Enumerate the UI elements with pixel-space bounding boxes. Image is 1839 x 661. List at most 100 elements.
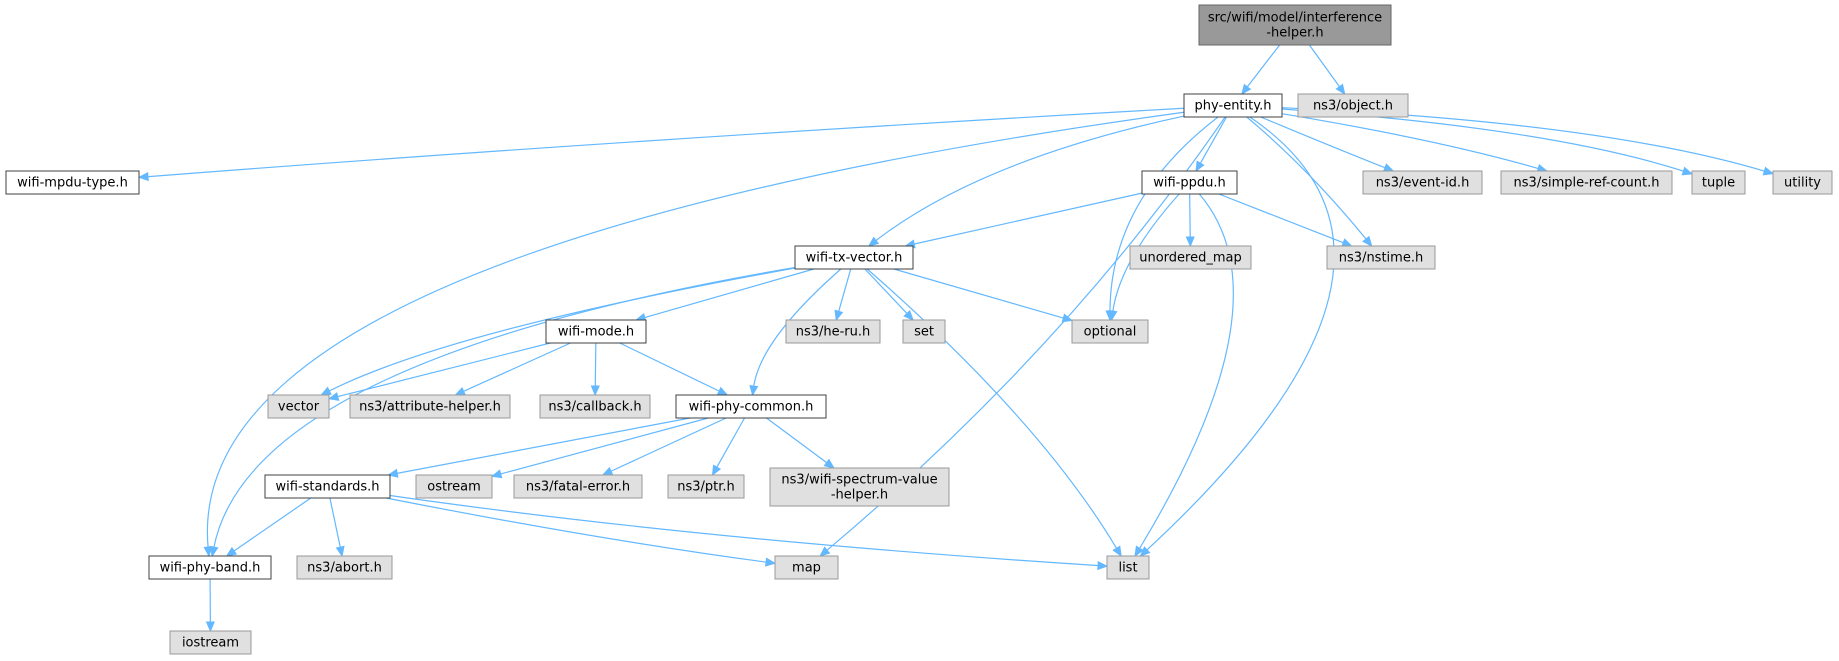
node-box [1106,555,1150,580]
edge-line [1246,44,1281,89]
edge-phy-entity-to-ns3-nstime [1246,116,1373,247]
edge-wifi-tx-vector-to-wifi-mode [634,268,815,322]
node-wifi-tx-vector[interactable]: wifi-tx-vector.h [794,245,914,270]
edge-wifi-standards-to-map [385,497,777,567]
node-wifi-ppdu[interactable]: wifi-ppdu.h [1141,170,1238,195]
edge-line [913,192,1143,245]
node-wifi-phy-common[interactable]: wifi-phy-common.h [675,394,827,419]
node-box [415,474,493,499]
edge-arrowhead [454,386,466,396]
edge-wifi-mode-to-vector [327,342,551,401]
node-label: wifi-phy-common.h [689,400,814,415]
edge-interference-helper-to-phy-entity [1241,44,1281,96]
node-label: src/wifi/model/interference [1208,11,1382,26]
node-label: ns3/callback.h [548,400,641,415]
node-label: -helper.h [831,488,888,503]
edge-arrowhead [1108,309,1118,322]
node-label: ns3/event-id.h [1376,176,1470,191]
node-label: ns3/attribute-helper.h [359,400,501,415]
edge-arrowhead [1362,235,1373,247]
node-box [545,319,647,344]
edge-line [643,268,815,319]
edge-line [1260,116,1387,169]
node-box [349,394,511,419]
node-box [1198,4,1392,46]
edge-arrowhead [203,546,213,558]
node-label: wifi-mode.h [558,325,634,340]
node-label: unordered_map [1139,251,1242,266]
node-label: ns3/nstime.h [1339,251,1423,266]
edge-phy-entity-to-wifi-tx-vector [867,115,1185,247]
node-set: set [902,319,946,344]
edge-line [594,342,597,388]
node-box [675,394,827,419]
node-ns3-fatal-error: ns3/fatal-error.h [513,474,643,499]
edge-phy-entity-to-utility [1281,107,1775,176]
edge-arrowhead [749,384,759,397]
node-box [769,467,950,507]
edge-arrowhead [205,621,215,633]
edge-arrowhead [823,458,835,469]
node-ns3-simple-ref-count: ns3/simple-ref-count.h [1500,170,1673,195]
edge-wifi-tx-vector-to-optional [893,268,1074,323]
node-ns3-nstime: ns3/nstime.h [1326,245,1436,270]
edge-line [609,417,727,473]
edge-line [1308,44,1341,88]
edge-phy-entity-to-list [1139,116,1335,557]
edge-wifi-ppdu-to-ns3-nstime [1218,193,1353,247]
node-wifi-phy-band[interactable]: wifi-phy-band.h [148,555,272,580]
edge-line [837,268,852,313]
edge-arrowhead [1134,545,1144,558]
edge-wifi-phy-common-to-ns3-wifi-spectrum-value-helper [766,417,835,469]
node-box [264,474,391,499]
node-wifi-mode[interactable]: wifi-mode.h [545,319,647,344]
edge-arrowhead [1341,238,1353,247]
edge-line [146,107,1185,178]
node-box [1071,319,1149,344]
node-label: map [792,561,821,576]
edge-phy-entity-to-ns3-event-id [1260,116,1395,172]
node-box [1141,170,1238,195]
edge-wifi-phy-common-to-ns3-fatal-error [601,417,727,476]
edge-arrowhead [1195,160,1205,173]
node-box [667,474,745,499]
edge-wifi-tx-vector-to-ns3-he-ru [834,268,852,322]
edge-arrowhead [764,557,777,567]
edge-line [893,268,1065,319]
node-label: ns3/abort.h [307,561,382,576]
edge-arrowhead [1139,546,1151,557]
edge-line [499,417,709,475]
edge-arrowhead [819,546,831,557]
edge-line [385,497,768,563]
node-optional: optional [1071,319,1149,344]
node-box [1129,245,1252,270]
node-wifi-standards[interactable]: wifi-standards.h [264,474,391,499]
edge-arrowhead [1097,560,1109,571]
node-wifi-mpdu-type[interactable]: wifi-mpdu-type.h [5,170,140,195]
node-ns3-attribute-helper: ns3/attribute-helper.h [349,394,511,419]
edge-wifi-mode-to-wifi-phy-common [619,342,729,396]
node-ns3-wifi-spectrum-value-helper: ns3/wifi-spectrum-value-helper.h [769,467,950,507]
node-label: utility [1784,176,1821,191]
node-label: wifi-phy-band.h [160,561,261,576]
edge-arrowhead [327,392,340,401]
edge-line [619,342,721,393]
edge-phy-entity-to-wifi-ppdu [1195,116,1228,173]
node-ns3-abort: ns3/abort.h [296,555,393,580]
node-ns3-event-id: ns3/event-id.h [1362,170,1483,195]
node-interference-helper: src/wifi/model/interference-helper.h [1198,4,1392,46]
node-box [169,630,252,655]
edge-line [336,342,551,398]
edge-arrowhead [335,545,345,558]
node-vector: vector [267,394,330,419]
edge-wifi-phy-common-to-wifi-standards [387,417,691,478]
node-box [296,555,393,580]
edge-line [1281,113,1540,170]
node-label: iostream [182,636,239,651]
edge-arrowhead [1762,166,1775,176]
node-phy-entity[interactable]: phy-entity.h [1183,93,1283,118]
edge-arrowhead [1061,313,1074,323]
edge-line [206,111,1185,549]
edge-arrowhead [834,309,844,322]
